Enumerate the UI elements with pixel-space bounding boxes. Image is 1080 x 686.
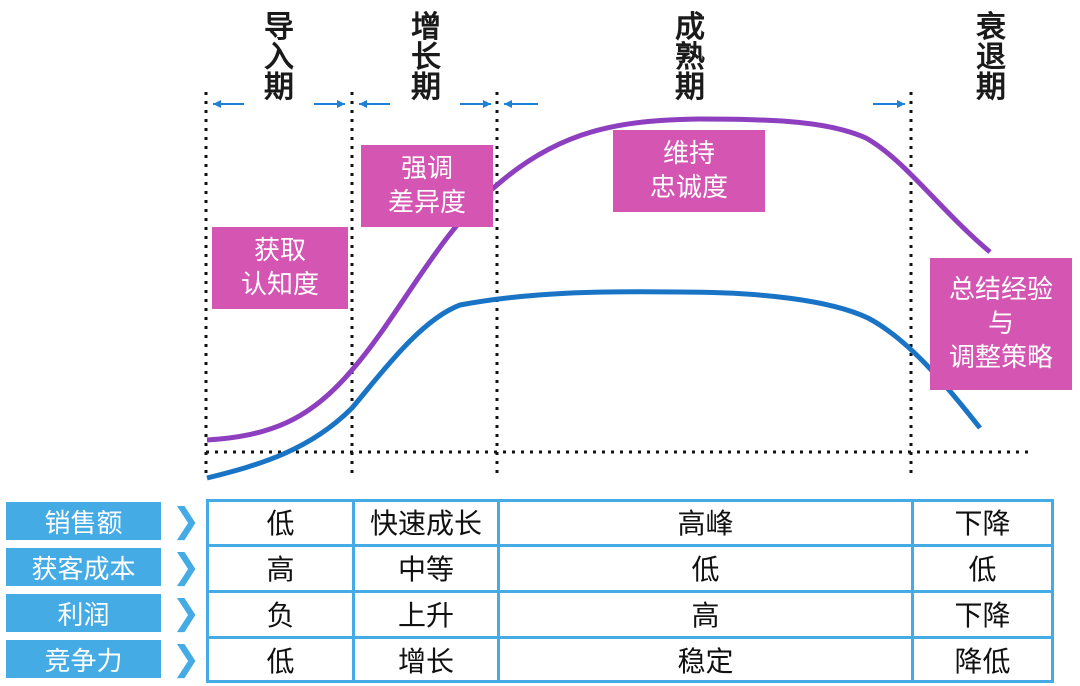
table-cell: 快速成长: [369, 507, 482, 540]
arrow-maturity-right-head: [897, 100, 905, 108]
row-arrow-icon: ❯: [171, 639, 201, 679]
table-row-divider: [206, 590, 1054, 593]
phase-label-decline: 衰 退 期: [976, 10, 1006, 105]
arrow-intro-right-head: [337, 100, 345, 108]
table-cell: 负: [266, 599, 295, 632]
table-cell: 上升: [397, 599, 454, 632]
row-arrow-icon: ❯: [171, 547, 201, 587]
lifecycle-chart: [204, 92, 1030, 481]
table-cell: 低: [691, 553, 720, 586]
table-cell: 稳定: [677, 645, 734, 678]
table-cell: 下降: [954, 599, 1011, 632]
callout-decline: 总结经验 与 调整策略: [930, 258, 1072, 390]
table-row-divider: [206, 544, 1054, 547]
table-cell: 下降: [954, 507, 1011, 540]
row-label-sales: 销售额: [6, 502, 161, 540]
table-cell: 高: [266, 553, 295, 586]
table-cell: 增长: [397, 645, 454, 678]
span-arrows: [213, 100, 905, 108]
table-cell: 低: [266, 507, 295, 540]
row-arrow-icon: ❯: [171, 593, 201, 633]
callout-intro: 获取 认知度: [212, 227, 348, 309]
callout-growth: 强调 差异度: [361, 145, 493, 227]
purple-curve: [206, 116, 992, 443]
table-cell: 中等: [397, 553, 454, 586]
arrow-intro-left-head: [213, 100, 221, 108]
phase-label-growth: 增 长 期: [411, 10, 441, 105]
table-cell: 高峰: [677, 507, 734, 540]
table-cell: 低: [266, 645, 295, 678]
table-row-divider: [206, 636, 1054, 639]
arrow-growth-left-head: [359, 100, 367, 108]
table-cell: 高: [691, 599, 720, 632]
row-label-profit: 利润: [6, 594, 161, 632]
phase-label-intro: 导 入 期: [264, 10, 294, 105]
callout-maturity: 维持 忠诚度: [613, 130, 765, 212]
row-label-acquisition-cost: 获客成本: [6, 548, 161, 586]
arrow-maturity-left-head: [504, 100, 512, 108]
row-label-competitiveness: 竞争力: [6, 640, 161, 678]
blue-curve: [206, 289, 982, 481]
table-cell: 低: [968, 553, 997, 586]
arrow-growth-right-head: [483, 100, 491, 108]
phase-label-maturity: 成 熟 期: [675, 10, 705, 105]
row-arrow-icon: ❯: [171, 501, 201, 541]
table-cell: 降低: [954, 645, 1011, 678]
